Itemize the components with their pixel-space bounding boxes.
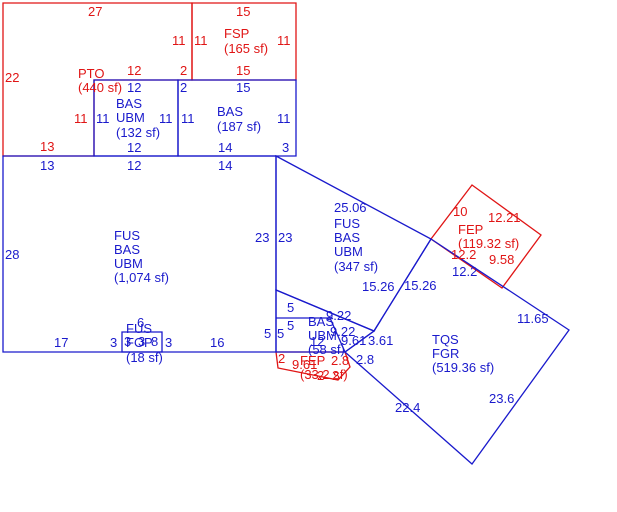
dim-bas58-inner: 9.22 — [330, 324, 355, 339]
dim-fop-right: 8 — [151, 334, 158, 349]
dim-bas132-bottom: 12 — [127, 140, 141, 155]
bas-187-label: BAS (187 sf) — [217, 104, 261, 134]
dim-fep33-bottom: 9.61 — [292, 357, 317, 372]
dim-fus1074-left: 28 — [5, 247, 19, 262]
fus-347-label: FUS BAS UBM (347 sf) — [334, 216, 378, 274]
dim-tqs-inner-2: 2.8 — [356, 352, 374, 367]
dim-tqs-top: 12.2 — [452, 264, 477, 279]
fsp-label: FSP (165 sf) — [224, 26, 268, 56]
dim-pto-bottom: 13 — [40, 139, 54, 154]
dim-fep33-b3: 2 — [332, 368, 339, 383]
fep-119-outline — [430, 184, 542, 289]
dim-fus347-bottom: 15.26 — [362, 279, 395, 294]
dim-fsp-left: 11 — [172, 33, 186, 48]
dim-fsp-bottom: 15 — [236, 63, 250, 78]
fop-outline — [121, 331, 163, 353]
dim-fep33-right: 2.8 — [331, 353, 349, 368]
dim-bas58-left-4: 5 — [277, 326, 284, 341]
dim-fop-left: 3 — [124, 334, 131, 349]
dim-bas58-left-2: 5 — [287, 318, 294, 333]
dim-bas132-left: 11 — [96, 111, 110, 126]
dim-fus1074-right: 23 — [255, 230, 269, 245]
dim-fsp-top: 15 — [236, 4, 250, 19]
dim-bas58-mid: 12 — [310, 334, 324, 349]
dim-bas58-left-3: 5 — [264, 326, 271, 341]
dim-fus1074-bottom-d: 16 — [210, 335, 224, 350]
dim-fus1074-bottom-c: 3 — [165, 335, 172, 350]
bas-58-label: BAS UBM (58 sf) — [308, 314, 345, 357]
tqs-outline — [343, 238, 570, 465]
dim-tqs-inner: 3.61 — [368, 333, 393, 348]
dim-bas132-top: 12 — [127, 80, 141, 95]
dim-bas187-top: 15 — [236, 80, 250, 95]
bas-58-inner-line-2 — [329, 317, 346, 353]
dim-fsp-right: 11 — [277, 33, 291, 48]
dim-bas187-bottom: 14 — [218, 140, 232, 155]
dim-pto-inner-right: 2 — [180, 63, 187, 78]
dim-fep33-left: 2 — [278, 351, 285, 366]
dim-tqs-bottom-right: 23.6 — [489, 391, 514, 406]
dim-fop-top: 6 — [137, 315, 144, 330]
dim-bas187-step-3: 3 — [282, 140, 289, 155]
dim-fus1074-top-b: 12 — [127, 158, 141, 173]
dim-bas58-top: 9.22 — [326, 308, 351, 323]
dim-fop-mid: 3 — [138, 334, 145, 349]
fus-1074-label: FUS BAS UBM (1,074 sf) — [114, 228, 169, 285]
bas-187-outline — [177, 79, 297, 157]
dim-bas58-left: 5 — [287, 300, 294, 315]
dim-bas58-right: 9.61 — [341, 333, 366, 348]
dim-fus347-left: 23 — [278, 230, 292, 245]
dim-fus1074-bottom-b: 3 — [110, 335, 117, 350]
fus-18-label: FUS FOP (18 sf) — [126, 321, 163, 365]
dim-pto-inner-left: 11 — [74, 111, 88, 126]
dim-pto-inner-top: 12 — [127, 63, 141, 78]
dim-tqs-right: 11.65 — [517, 311, 549, 326]
dim-fus1074-top-c: 14 — [218, 158, 232, 173]
dim-fep119-left: 10 — [453, 204, 467, 219]
dim-bas132-right: 11 — [159, 111, 173, 126]
tqs-label: TQS FGR (519.36 sf) — [432, 332, 494, 375]
dim-bas187-left: 11 — [181, 111, 195, 126]
dim-bas187-right: 11 — [277, 111, 291, 126]
dim-pto-top: 27 — [88, 4, 102, 19]
dim-fsp-left-2: 11 — [194, 33, 208, 48]
fep-119-label: FEP (119.32 sf) — [458, 222, 519, 251]
dim-fus1074-bottom-a: 17 — [54, 335, 68, 350]
dim-tqs-bottom-left: 22.4 — [395, 400, 420, 415]
bas-132-label: BAS UBM (132 sf) — [116, 96, 160, 140]
dim-fep33-b2: 2 — [317, 368, 324, 383]
dim-fep119-top: 12.21 — [488, 210, 521, 225]
dim-fep119-right: 9.58 — [489, 252, 514, 267]
dim-fus1074-top-a: 13 — [40, 158, 54, 173]
fep-33-label: FEP (33.2 sf) — [300, 353, 348, 382]
dim-bas187-step: 2 — [180, 80, 187, 95]
dim-tqs-left: 15.26 — [404, 278, 437, 293]
dim-fep119-bottom: 12.2 — [451, 247, 476, 262]
dim-pto-left: 22 — [5, 70, 19, 85]
pto-label: PTO (440 sf) — [78, 66, 122, 95]
dim-fus347-top: 25.06 — [334, 200, 367, 215]
